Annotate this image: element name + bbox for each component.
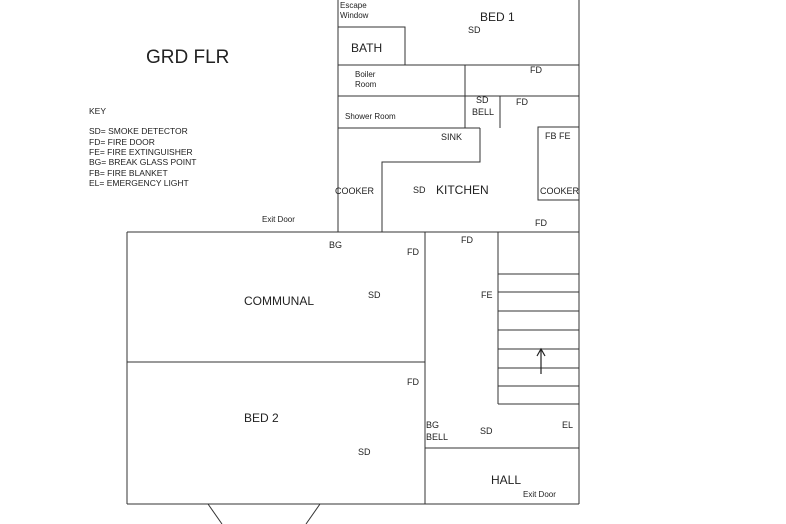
exit-door-top: Exit Door (262, 215, 295, 224)
key-legend: KEY SD= SMOKE DETECTOR FD= FIRE DOOR FE=… (89, 106, 196, 189)
cooker-left: COOKER (335, 186, 375, 196)
sd-hall: SD (480, 426, 493, 436)
sink-label: SINK (441, 132, 463, 142)
stair-arrow (536, 347, 546, 374)
cooker-unit (537, 126, 580, 201)
bg-hall: BG (426, 420, 440, 430)
cooker-right: COOKER (540, 186, 580, 196)
bell-boiler: BELL (472, 107, 495, 117)
fd-bed1: FD (530, 65, 542, 75)
bg-communal: BG (329, 240, 343, 250)
fb-fe-label: FB FE (545, 131, 571, 141)
bell-hall: BELL (426, 432, 449, 442)
sd-communal: SD (368, 290, 381, 300)
sink-counter (381, 128, 481, 232)
el-hall: EL (562, 420, 574, 430)
exit-door-bottom: Exit Door (523, 490, 556, 499)
bay-window (207, 503, 223, 524)
key-heading: KEY (89, 106, 107, 116)
key-item: SD= SMOKE DETECTOR (89, 126, 188, 137)
fd-bed2: FD (407, 377, 419, 387)
fd-passage: FD (516, 97, 528, 107)
key-item: BG= BREAK GLASS POINT (89, 157, 197, 168)
room-hall: HALL (491, 473, 522, 487)
fd-stairs: FD (461, 235, 473, 245)
key-item: FD= FIRE DOOR (89, 136, 155, 147)
key-item: EL= EMERGENCY LIGHT (89, 178, 189, 189)
sd-boiler: SD (476, 95, 489, 105)
room-shower: Shower Room (345, 112, 396, 121)
fe-stairs: FE (481, 290, 493, 300)
sd-bed1: SD (468, 25, 481, 35)
sd-kitchen: SD (413, 185, 426, 195)
bay-window-right (305, 503, 321, 524)
page-title: GRD FLR (146, 47, 230, 68)
key-item: FB= FIRE BLANKET (89, 167, 168, 178)
room-kitchen: KITCHEN (436, 183, 489, 197)
room-communal: COMMUNAL (244, 294, 315, 308)
sd-bed2: SD (358, 447, 371, 457)
room-bed1: BED 1 (480, 10, 515, 24)
escape-window-label: Escape Window (340, 1, 369, 20)
fd-kitchen: FD (535, 218, 547, 228)
key-item: FE= FIRE EXTINGUISHER (89, 147, 193, 158)
room-bed2: BED 2 (244, 411, 279, 425)
fd-communal: FD (407, 247, 419, 257)
walls (126, 0, 580, 524)
room-bath: BATH (351, 41, 383, 55)
room-boiler: Boiler Room (355, 70, 377, 90)
